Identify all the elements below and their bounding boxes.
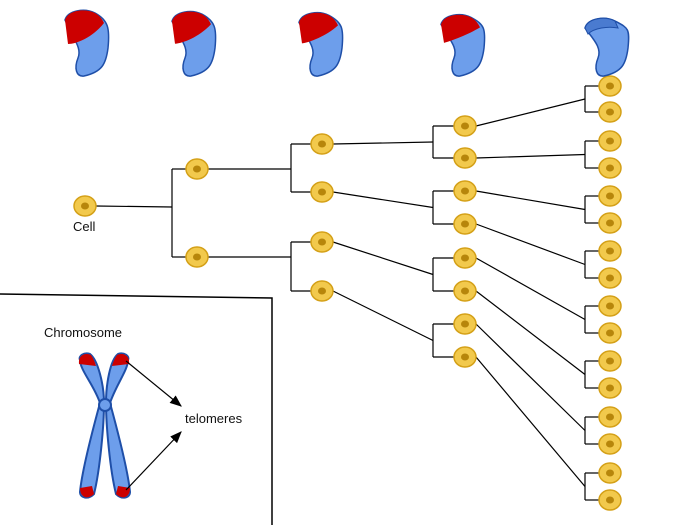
lineage-cells bbox=[73, 75, 622, 511]
cell-icon bbox=[453, 280, 477, 302]
lineage-connector bbox=[475, 223, 586, 266]
telomere-arrow bbox=[125, 360, 182, 407]
lineage-tree-lines bbox=[95, 85, 599, 501]
cell-icon bbox=[453, 147, 477, 169]
chromosome-icon bbox=[298, 12, 344, 77]
cell-icon bbox=[598, 350, 622, 372]
telomere-cap bbox=[112, 354, 130, 366]
lineage-connector bbox=[475, 356, 586, 487]
telomeres-label: telomeres bbox=[185, 411, 243, 426]
lineage-connector bbox=[332, 290, 434, 342]
cell-icon bbox=[310, 133, 334, 155]
cell-icon bbox=[73, 195, 97, 217]
cell-icon bbox=[310, 231, 334, 253]
telomere-arrow bbox=[125, 431, 182, 491]
cell-icon bbox=[598, 212, 622, 234]
cell-icon bbox=[453, 313, 477, 335]
lineage-connector bbox=[332, 241, 434, 276]
cell-icon bbox=[310, 280, 334, 302]
lineage-connector bbox=[332, 141, 434, 145]
cell-icon bbox=[598, 157, 622, 179]
telomere-cap bbox=[299, 12, 338, 44]
cell-icon bbox=[453, 115, 477, 137]
lineage-connector bbox=[332, 191, 434, 209]
chromosome-icon bbox=[440, 14, 486, 77]
cell-icon bbox=[598, 377, 622, 399]
telomere-cap bbox=[441, 14, 480, 43]
telomere-cap bbox=[78, 354, 96, 366]
cell-icon bbox=[453, 346, 477, 368]
chromosome-icon bbox=[171, 10, 217, 77]
cell-icon bbox=[598, 101, 622, 123]
cell-icon bbox=[598, 406, 622, 428]
cell-icon bbox=[598, 75, 622, 97]
cell-icon bbox=[310, 181, 334, 203]
cell-icon bbox=[598, 185, 622, 207]
cell-label: Cell bbox=[73, 219, 96, 234]
chromosome-icon bbox=[64, 9, 110, 77]
lineage-connector bbox=[475, 153, 586, 159]
cell-icon bbox=[598, 240, 622, 262]
cell-icon bbox=[598, 322, 622, 344]
lineage-connector bbox=[475, 190, 586, 211]
lineage-connector bbox=[95, 205, 173, 208]
cell-icon bbox=[453, 213, 477, 235]
x-chromosome-icon bbox=[78, 352, 132, 499]
cell-icon bbox=[598, 267, 622, 289]
lineage-connector bbox=[475, 323, 586, 431]
chromosome-icon bbox=[584, 17, 630, 77]
lineage-connector bbox=[475, 98, 586, 127]
lineage-connector bbox=[475, 290, 586, 375]
cell-icon bbox=[453, 247, 477, 269]
cell-icon bbox=[598, 295, 622, 317]
telomere-cap bbox=[172, 11, 211, 44]
cell-icon bbox=[598, 433, 622, 455]
cell-icon bbox=[598, 489, 622, 511]
cell-icon bbox=[185, 246, 209, 268]
telomere-cap bbox=[80, 486, 94, 498]
telomere-cap bbox=[65, 10, 104, 45]
cell-icon bbox=[185, 158, 209, 180]
cell-icon bbox=[598, 130, 622, 152]
chromosome-label: Chromosome bbox=[44, 325, 123, 340]
inset-border bbox=[0, 293, 273, 525]
shortening-chromosome-row bbox=[64, 9, 630, 77]
cell-icon bbox=[598, 462, 622, 484]
cell-icon bbox=[453, 180, 477, 202]
lineage-connector bbox=[475, 257, 586, 321]
